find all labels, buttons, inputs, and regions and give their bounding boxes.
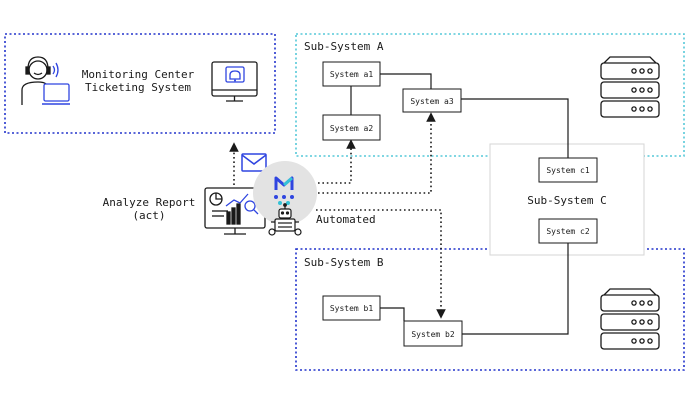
connector-a3-c1: [461, 98, 569, 158]
analyze-report-line2: (act): [132, 209, 165, 222]
system-connections: [350, 73, 569, 335]
system-b1-box[interactable]: System b1: [322, 295, 381, 321]
system-c2-label: System c2: [546, 227, 590, 236]
monitoring-title-line1: Monitoring Center: [82, 68, 195, 81]
monitor-bell-icon: [211, 61, 258, 102]
system-a1-label: System a1: [330, 70, 374, 79]
system-a3-label: System a3: [410, 97, 454, 106]
monitoring-region-frame: [4, 33, 276, 134]
subsystem-c-label: Sub-System C: [527, 194, 606, 207]
subsystem-b-label: Sub-System B: [304, 256, 384, 269]
system-b1-label: System b1: [330, 304, 374, 313]
arrow-to-system-a3: [318, 112, 436, 194]
connector-a1-a3: [380, 73, 432, 89]
system-a2-box[interactable]: System a2: [322, 114, 381, 141]
automation-arrows: [229, 112, 446, 319]
system-b2-box[interactable]: System b2: [403, 320, 463, 347]
robot-icon: [268, 203, 302, 236]
system-a3-box[interactable]: System a3: [402, 88, 462, 113]
automation-logo-icon[interactable]: [253, 161, 317, 225]
server-rack-icon: [600, 56, 660, 118]
system-a1-box[interactable]: System a1: [322, 61, 381, 87]
arrow-to-system-b2: [316, 209, 446, 319]
server-rack-icon: [600, 288, 660, 350]
automated-label: Automated: [316, 213, 376, 226]
analytics-dashboard-icon: [204, 187, 266, 235]
analyze-report-line1: Analyze Report: [103, 196, 196, 209]
headset-operator-icon: [21, 56, 70, 105]
system-c1-box[interactable]: System c1: [538, 157, 598, 183]
subsystem-a-label: Sub-System A: [304, 40, 384, 53]
connector-b1-b2: [380, 307, 405, 321]
envelope-icon: [241, 153, 267, 172]
system-c2-box[interactable]: System c2: [538, 218, 598, 244]
system-a2-label: System a2: [330, 124, 374, 133]
connector-c2-b2: [462, 243, 569, 335]
system-c1-label: System c1: [546, 166, 590, 175]
monitoring-title-line2: Ticketing System: [85, 81, 191, 94]
system-b2-label: System b2: [411, 330, 455, 339]
arrow-to-system-a2: [318, 139, 356, 184]
